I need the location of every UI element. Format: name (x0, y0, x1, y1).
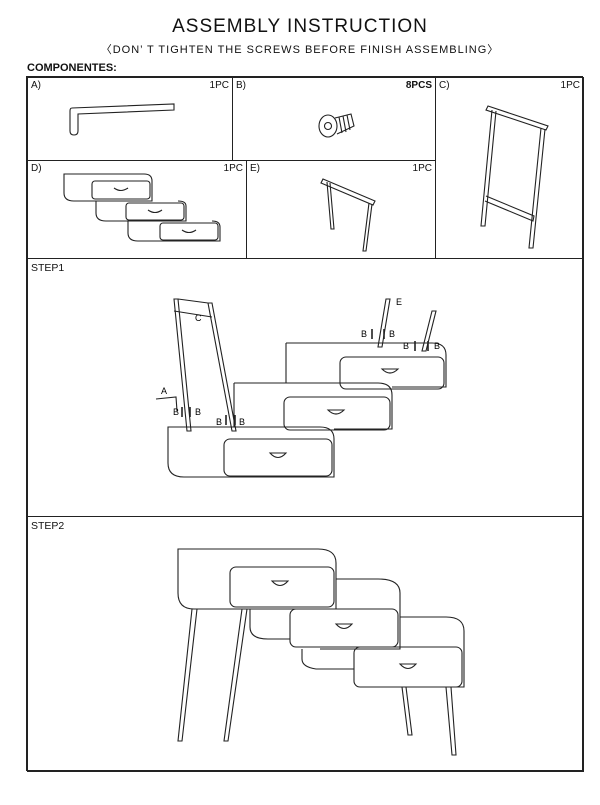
step2-diagram (177, 548, 465, 756)
step-label: STEP2 (31, 520, 65, 532)
callout-e: E (396, 297, 402, 307)
document-title: ASSEMBLY INSTRUCTION (172, 16, 428, 37)
callout-b: B (403, 341, 409, 351)
allen-key-icon (69, 103, 175, 136)
component-label: B) (236, 80, 246, 91)
step2-panel: STEP2 (27, 516, 584, 772)
callout-b: B (216, 417, 222, 427)
instruction-sheet: A) 1PC B) 8PCS C) 1PC D) 1PC (26, 76, 584, 772)
callout-b: B (239, 417, 245, 427)
callout-c: C (195, 313, 202, 323)
component-d: D) 1PC (27, 160, 247, 259)
step1-diagram: C A B B B B (155, 297, 447, 478)
component-qty: 1PC (209, 80, 229, 91)
component-qty: 1PC (560, 80, 580, 91)
components-heading: COMPONENTES: (27, 62, 117, 74)
component-qty: 1PC (412, 163, 432, 174)
screw-icon (318, 113, 355, 138)
callout-b: B (361, 329, 367, 339)
assembly-warning: 〈DON’ T TIGHTEN THE SCREWS BEFORE FINISH… (100, 44, 500, 56)
callout-b: B (195, 407, 201, 417)
component-a: A) 1PC (27, 77, 233, 161)
callout-b: B (434, 341, 440, 351)
component-qty: 8PCS (405, 80, 432, 91)
step-label: STEP1 (31, 262, 65, 274)
leg-pair-icon (320, 178, 376, 252)
component-e: E) 1PC (246, 160, 436, 259)
component-label: E) (250, 163, 260, 174)
component-label: A) (31, 80, 41, 91)
step1-panel: STEP1 C A B B B B (27, 258, 584, 517)
component-label: C) (439, 80, 450, 91)
component-b: B) 8PCS (232, 77, 436, 161)
callout-a: A (161, 386, 167, 396)
component-qty: 1PC (223, 163, 243, 174)
callout-b: B (173, 407, 179, 417)
component-label: D) (31, 163, 42, 174)
drawer-body-icon (63, 173, 221, 242)
callout-b: B (389, 329, 395, 339)
component-c: C) 1PC (435, 77, 584, 259)
leg-frame-icon (480, 105, 549, 249)
